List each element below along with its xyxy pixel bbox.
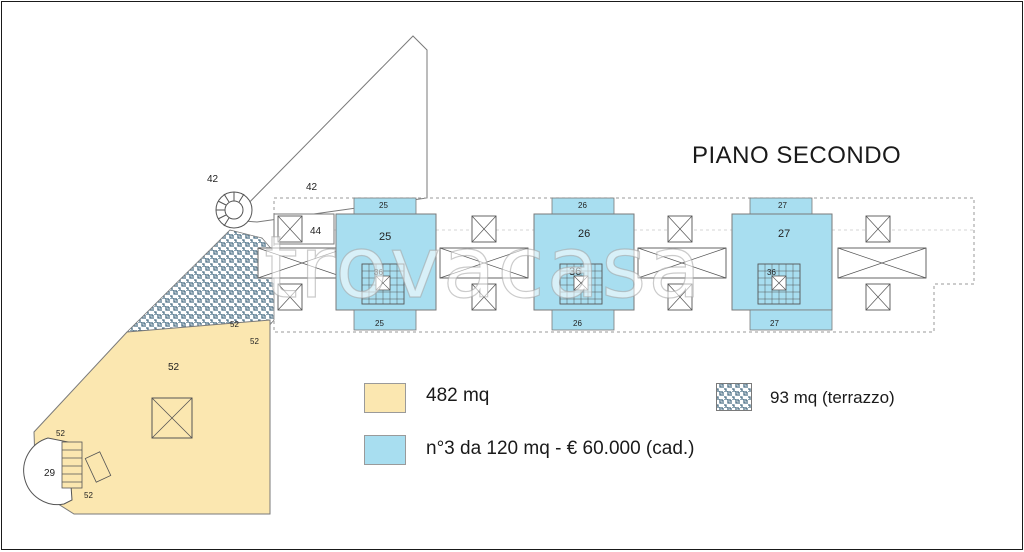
label-52a: 52: [230, 320, 239, 329]
label-27-top: 27: [778, 201, 787, 210]
label-52b: 52: [250, 337, 259, 346]
watermark: trovacasa: [263, 217, 703, 318]
label-25-top: 25: [379, 201, 388, 210]
floor-title: PIANO SECONDO: [692, 142, 902, 169]
label-36a: 36: [374, 268, 383, 277]
light-wells: [257, 215, 927, 311]
label-44: 44: [310, 226, 322, 237]
label-27-bottom: 27: [770, 319, 779, 328]
stair-cores: [361, 263, 801, 305]
label-36c: 36: [767, 268, 776, 277]
label-25-bottom: 25: [375, 319, 384, 328]
label-25: 25: [379, 231, 391, 243]
label-26-top: 26: [578, 201, 587, 210]
light-well-wide: [439, 247, 529, 279]
void-square-yellow: [151, 397, 193, 439]
terrace-area: [126, 229, 275, 333]
light-well-small-bottom: [865, 283, 891, 311]
stair-core: [757, 263, 801, 305]
legend-blue-swatch: [364, 435, 406, 465]
legend-yellow-swatch: [364, 383, 406, 413]
north-wing-outline: [230, 35, 428, 223]
label-52d: 52: [56, 429, 65, 438]
unit-29-outline: [23, 437, 73, 506]
light-well-small-top: [865, 215, 891, 243]
stair-yellow-unit: [61, 441, 112, 489]
light-well-small-bottom: [277, 283, 303, 311]
label-26: 26: [578, 228, 590, 240]
light-well-small-bottom: [471, 283, 497, 311]
label-52e: 52: [84, 491, 93, 500]
label-29: 29: [44, 468, 56, 479]
light-well-small-top: [667, 215, 693, 243]
stair-core: [559, 263, 603, 305]
legend-yellow-text: 482 mq: [426, 385, 490, 406]
light-well-small-top: [471, 215, 497, 243]
light-well-small-top: [277, 215, 303, 243]
unit-27: [731, 197, 833, 331]
light-well-wide: [257, 247, 347, 279]
label-52c: 52: [168, 362, 180, 373]
label-42b: 42: [306, 182, 318, 193]
legend-blue-text: n°3 da 120 mq - € 60.000 (cad.): [426, 438, 695, 459]
light-well-wide: [637, 247, 727, 279]
stair-core: [361, 263, 405, 305]
legend-terrace-swatch: [716, 383, 752, 411]
label-36b: 36: [569, 266, 581, 278]
light-well-small-bottom: [667, 283, 693, 311]
legend-terrace-text: 93 mq (terrazzo): [770, 388, 895, 407]
label-27: 27: [778, 228, 790, 240]
label-42a: 42: [207, 174, 219, 185]
light-well-wide: [837, 247, 927, 279]
label-26-bottom: 26: [573, 319, 582, 328]
spiral-stair-north: [215, 191, 253, 229]
